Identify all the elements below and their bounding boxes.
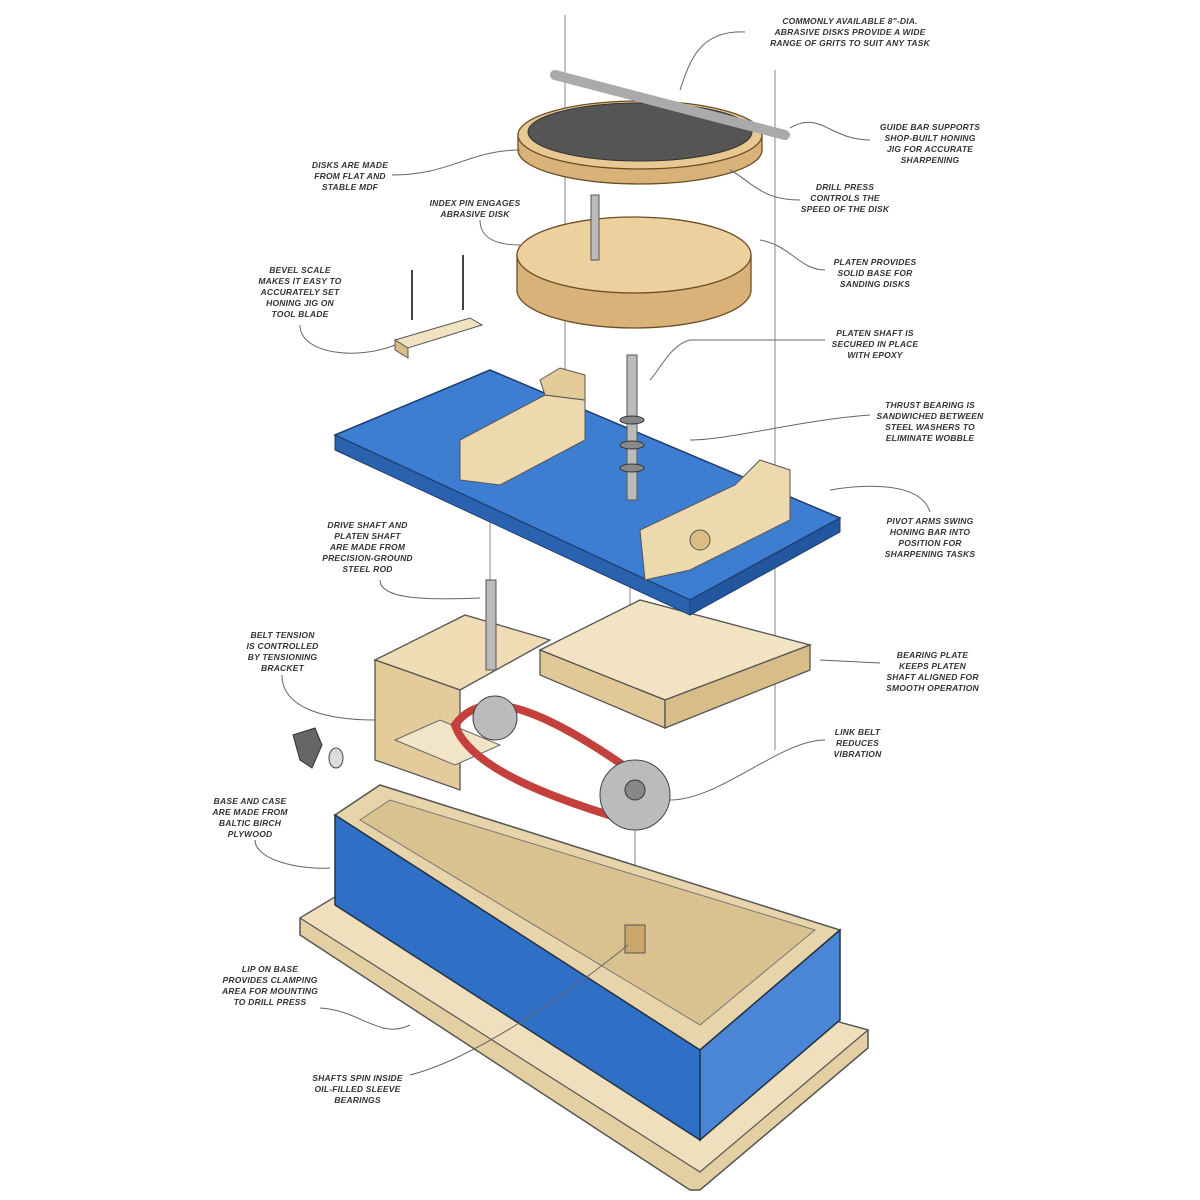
drive-shaft: [485, 579, 497, 671]
callout-base-case: BASE AND CASE ARE MADE FROM BALTIC BIRCH…: [212, 796, 288, 839]
case: [333, 784, 842, 1142]
table-top: [333, 354, 842, 616]
drive-pulley: [472, 695, 518, 741]
callout-drive-shaft: DRIVE SHAFT AND PLATEN SHAFT ARE MADE FR…: [322, 520, 413, 574]
callout-drill-press-speed: DRILL PRESS CONTROLS THE SPEED OF THE DI…: [800, 182, 890, 214]
tension-knob: [292, 727, 344, 769]
callout-bevel-scale: BEVEL SCALE MAKES IT EASY TO ACCURATELY …: [258, 265, 342, 319]
callout-platen: PLATEN PROVIDES SOLID BASE FOR SANDING D…: [833, 257, 917, 289]
callout-lip-base: LIP ON BASE PROVIDES CLAMPING AREA FOR M…: [221, 964, 319, 1007]
platen: [516, 194, 752, 329]
index-pin: [590, 194, 600, 261]
callout-bearing-plate: BEARING PLATE KEEPS PLATEN SHAFT ALIGNED…: [886, 650, 979, 693]
sleeve-bearing: [624, 924, 646, 954]
pivot-arm-right: [639, 459, 791, 581]
guide-bar: [550, 70, 790, 140]
tensioning-bracket: [373, 579, 552, 791]
bevel-scale: [393, 255, 484, 359]
callout-link-belt: LINK BELT REDUCES VIBRATION: [833, 727, 882, 759]
bearing-plate: [538, 599, 813, 729]
callout-guide-bar: GUIDE BAR SUPPORTS SHOP-BUILT HONING JIG…: [879, 122, 981, 165]
link-belt: [450, 695, 671, 831]
callout-thrust-bearing: THRUST BEARING IS SANDWICHED BETWEEN STE…: [876, 400, 984, 443]
callout-platen-shaft: PLATEN SHAFT IS SECURED IN PLACE WITH EP…: [831, 328, 919, 360]
callout-disks-mdf: DISKS ARE MADE FROM FLAT AND STABLE MDF: [311, 160, 389, 192]
callout-index-pin: INDEX PIN ENGAGES ABRASIVE DISK: [429, 198, 521, 219]
callout-abrasive-disks: COMMONLY AVAILABLE 8"-DIA. ABRASIVE DISK…: [770, 16, 930, 48]
callout-sleeve-bearings: SHAFTS SPIN INSIDE OIL-FILLED SLEEVE BEA…: [312, 1073, 403, 1105]
abrasive-disk: [517, 70, 790, 185]
callout-pivot-arms: PIVOT ARMS SWING HONING BAR INTO POSITIO…: [884, 516, 976, 559]
callout-belt-tension: BELT TENSION IS CONTROLLED BY TENSIONING…: [246, 630, 319, 673]
platen-shaft: [626, 354, 638, 501]
leader-lines: [254, 31, 931, 1076]
